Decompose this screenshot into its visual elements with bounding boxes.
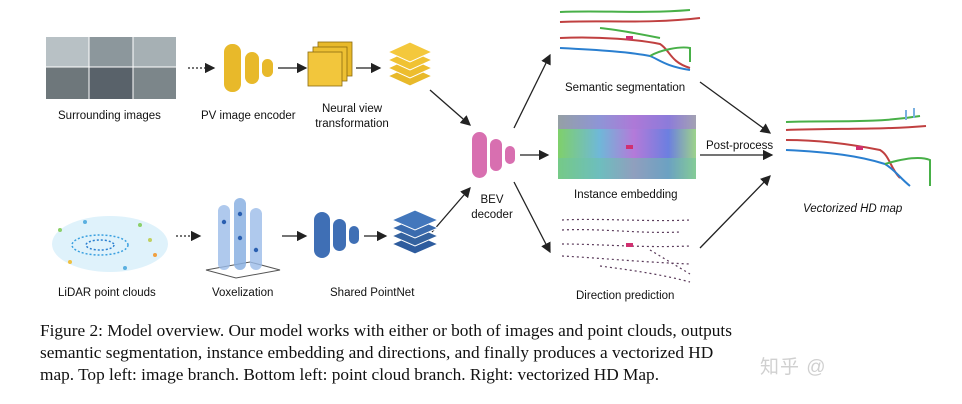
direction-prediction-label: Direction prediction [576, 290, 675, 302]
bev-decoder-label-line1: BEV [480, 194, 504, 206]
surrounding-images-label: Surrounding images [58, 110, 161, 122]
lidar-point-cloud-icon [52, 216, 168, 272]
watermark: 知乎 @ [760, 357, 827, 378]
pointcloud-feature-stack-icon [390, 209, 440, 255]
pv-encoder-icon [224, 44, 273, 92]
direction-prediction-map-icon [561, 218, 691, 283]
model-overview-diagram [46, 9, 931, 283]
caption-line-2: semantic segmentation, instance embeddin… [40, 343, 714, 362]
caption-line-3: map. Top left: image branch. Bottom left… [40, 365, 660, 384]
pv-encoder-label: PV image encoder [201, 110, 296, 122]
voxelization-label: Voxelization [212, 287, 274, 299]
semantic-segmentation-label: Semantic segmentation [565, 82, 686, 94]
bev-decoder-label-line2: decoder [471, 209, 513, 221]
shared-pointnet-label: Shared PointNet [330, 287, 415, 299]
voxel-grid-icon [205, 198, 281, 279]
vectorized-hd-map-icon [785, 108, 931, 187]
instance-embedding-label: Instance embedding [574, 189, 678, 201]
lidar-label: LiDAR point clouds [58, 287, 156, 299]
caption-line-1: Figure 2: Model overview. Our model work… [40, 321, 732, 340]
instance-embedding-map-icon [558, 115, 696, 179]
neural-view-label-line2: transformation [315, 118, 389, 130]
surrounding-images-icon [46, 37, 176, 99]
bev-decoder-icon [472, 132, 515, 178]
neural-view-label-line1: Neural view [321, 103, 383, 115]
bev-feature-stack-icon [386, 41, 434, 87]
semantic-segmentation-map-icon [559, 9, 701, 71]
neural-view-stack-icon [307, 41, 353, 87]
figure-caption: Figure 2: Model overview. Our model work… [40, 320, 940, 386]
post-process-label: Post-process [706, 140, 774, 152]
pointnet-icon [314, 212, 359, 258]
vectorized-map-label: Vectorized HD map [803, 203, 903, 215]
